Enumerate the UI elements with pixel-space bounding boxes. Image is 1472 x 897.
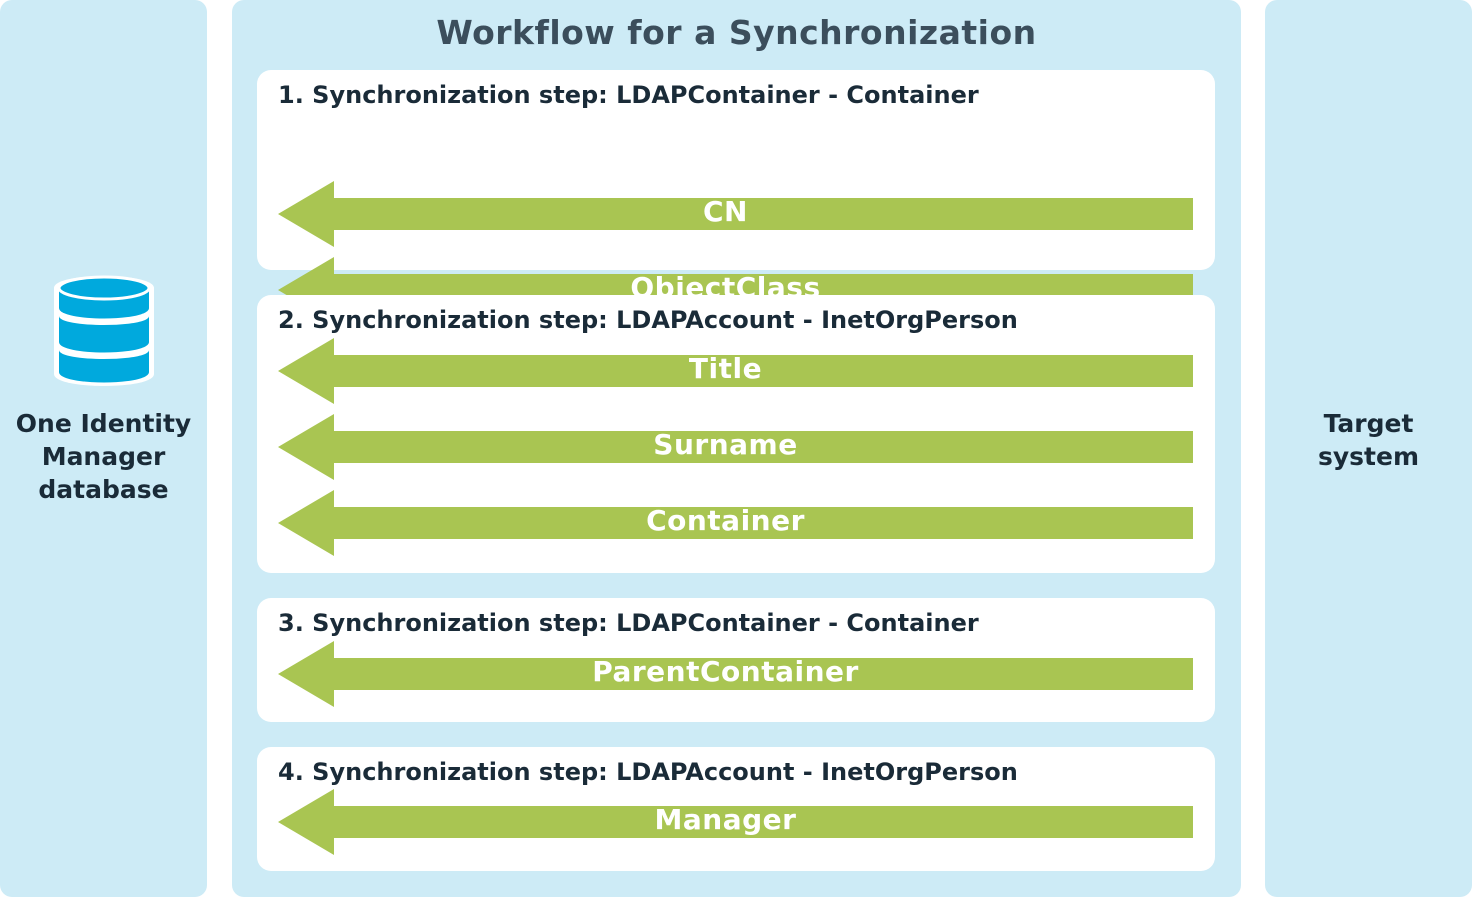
left-arrow-icon <box>278 490 1193 556</box>
attribute-arrow-surname: Surname <box>278 414 1193 480</box>
attribute-arrow-cn: CN <box>278 181 1193 247</box>
sync-step-3: 3. Synchronization step: LDAPContainer -… <box>257 598 1215 722</box>
step-title: 3. Synchronization step: LDAPContainer -… <box>278 609 979 637</box>
attribute-label: CN <box>703 195 748 228</box>
workflow-panel: Workflow for a Synchronization 1. Synchr… <box>232 0 1241 897</box>
left-arrow-icon <box>278 181 1193 247</box>
sync-step-2: 2. Synchronization step: LDAPAccount - I… <box>257 295 1215 573</box>
step-title: 4. Synchronization step: LDAPAccount - I… <box>278 758 1018 786</box>
left-arrow-icon <box>278 789 1193 855</box>
attribute-label: Manager <box>654 803 797 836</box>
attribute-arrow-parentcontainer: ParentContainer <box>278 641 1193 707</box>
left-arrow-icon <box>278 414 1193 480</box>
attribute-arrow-container: Container <box>278 490 1193 556</box>
attribute-label: Surname <box>653 428 798 461</box>
left-arrow-icon <box>278 641 1193 707</box>
database-panel: One Identity Manager database <box>0 0 207 897</box>
sync-step-1: 1. Synchronization step: LDAPContainer -… <box>257 70 1215 323</box>
database-label: One Identity Manager database <box>15 409 192 504</box>
attribute-arrow-manager: Manager <box>278 789 1193 855</box>
sync-step-4: 4. Synchronization step: LDAPAccount - I… <box>257 747 1215 871</box>
step-title: 1. Synchronization step: LDAPContainer -… <box>278 81 979 109</box>
database-icon <box>54 275 154 386</box>
attribute-label: Title <box>688 352 763 385</box>
diagram-title: Workflow for a Synchronization <box>436 13 1037 52</box>
target-system-panel: Target system <box>1265 0 1472 897</box>
left-arrow-icon <box>278 257 1193 323</box>
attribute-label: Container <box>646 504 805 537</box>
attribute-arrow-title: Title <box>278 338 1193 404</box>
step-title: 2. Synchronization step: LDAPAccount - I… <box>278 306 1018 334</box>
target-system-label: Target system <box>1317 409 1419 471</box>
attribute-label: ParentContainer <box>592 655 859 688</box>
left-arrow-icon <box>278 338 1193 404</box>
